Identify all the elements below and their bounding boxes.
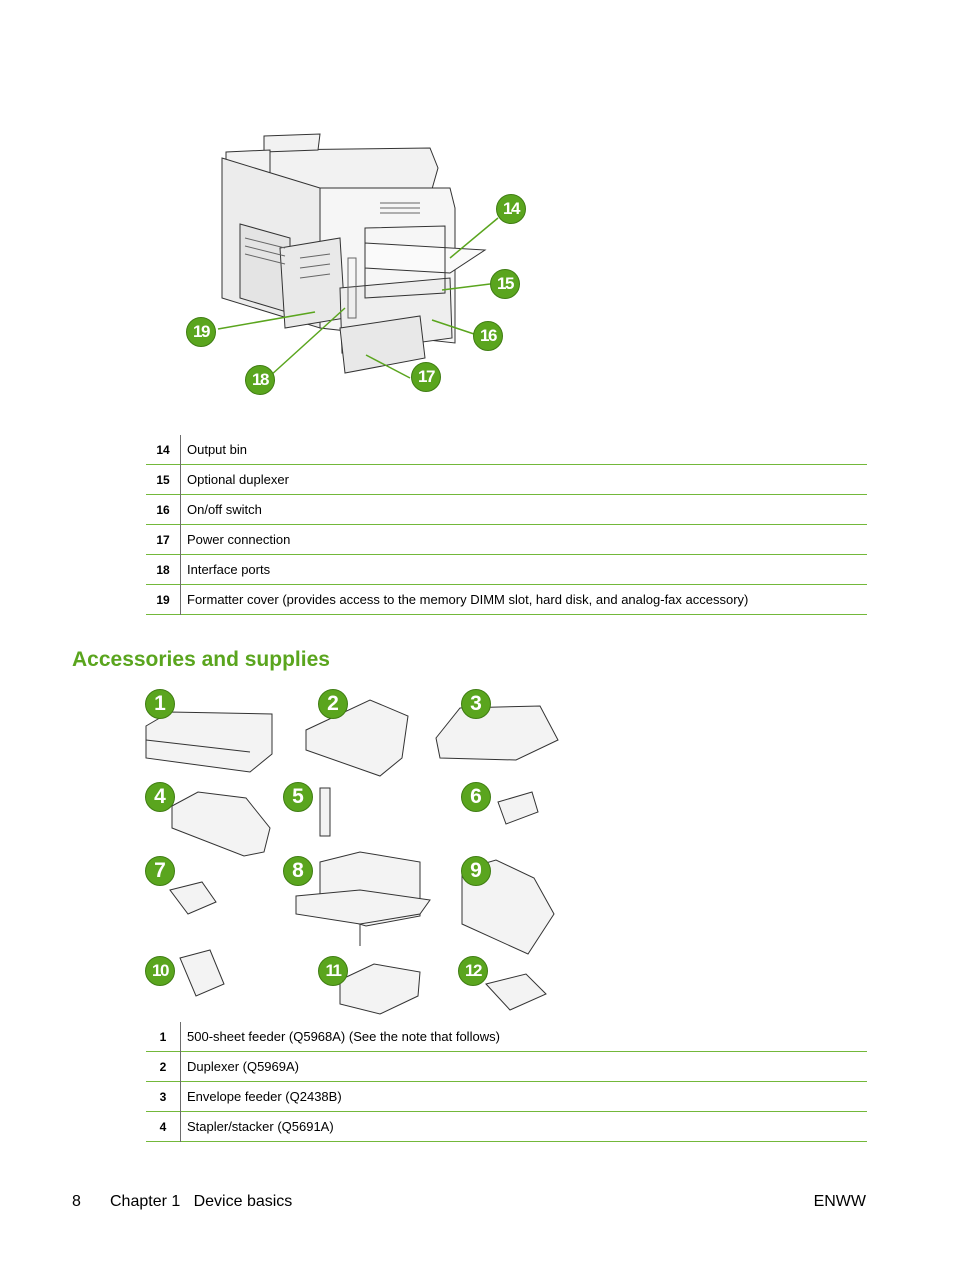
callout-16: 16: [473, 321, 503, 351]
callout-4: 4: [145, 782, 175, 812]
chapter-title: Chapter 1 Device basics: [110, 1193, 293, 1210]
part-description: Formatter cover (provides access to the …: [187, 592, 749, 607]
callout-9: 9: [461, 856, 491, 886]
accessories-parts-table: 1 500-sheet feeder (Q5968A) (See the not…: [146, 1022, 867, 1142]
callout-12: 12: [458, 956, 488, 986]
callout-3: 3: [461, 689, 491, 719]
part-description: Optional duplexer: [187, 472, 289, 487]
part-description: Envelope feeder (Q2438B): [187, 1089, 342, 1104]
part-description: On/off switch: [187, 502, 262, 517]
part-number: 14: [146, 435, 181, 465]
part-number: 1: [146, 1022, 181, 1052]
callout-14: 14: [496, 194, 526, 224]
callout-1: 1: [145, 689, 175, 719]
table-row: 3 Envelope feeder (Q2438B): [146, 1081, 867, 1112]
accessories-illustration: [145, 699, 559, 1015]
document-code: ENWW: [813, 1193, 866, 1210]
part-number: 18: [146, 554, 181, 585]
callout-11: 11: [318, 956, 348, 986]
callout-6: 6: [461, 782, 491, 812]
section-heading: Accessories and supplies: [72, 648, 330, 671]
callout-5: 5: [283, 782, 313, 812]
table-row: 17 Power connection: [146, 524, 867, 555]
part-number: 3: [146, 1081, 181, 1112]
part-number: 17: [146, 524, 181, 555]
printer-rear-view-illustration: [217, 133, 499, 379]
part-number: 2: [146, 1051, 181, 1082]
callout-7: 7: [145, 856, 175, 886]
table-row: 15 Optional duplexer: [146, 464, 867, 495]
callout-2: 2: [318, 689, 348, 719]
part-description: Duplexer (Q5969A): [187, 1059, 299, 1074]
part-number: 16: [146, 494, 181, 525]
callout-10: 10: [145, 956, 175, 986]
callout-8: 8: [283, 856, 313, 886]
table-row: 18 Interface ports: [146, 554, 867, 585]
table-row: 16 On/off switch: [146, 494, 867, 525]
table-row: 19 Formatter cover (provides access to t…: [146, 584, 867, 615]
table-row: 14 Output bin: [146, 435, 867, 465]
table-row: 1 500-sheet feeder (Q5968A) (See the not…: [146, 1022, 867, 1052]
callout-15: 15: [490, 269, 520, 299]
part-description: Stapler/stacker (Q5691A): [187, 1119, 334, 1134]
page-number: 8: [72, 1193, 81, 1210]
table-row: 4 Stapler/stacker (Q5691A): [146, 1111, 867, 1142]
part-number: 19: [146, 584, 181, 615]
callout-19: 19: [186, 317, 216, 347]
part-number: 4: [146, 1111, 181, 1142]
callout-17: 17: [411, 362, 441, 392]
part-description: Interface ports: [187, 562, 271, 577]
part-description: Output bin: [187, 442, 247, 457]
table-row: 2 Duplexer (Q5969A): [146, 1051, 867, 1082]
part-number: 15: [146, 464, 181, 495]
part-description: Power connection: [187, 532, 291, 547]
part-description: 500-sheet feeder (Q5968A) (See the note …: [187, 1029, 500, 1044]
callout-18: 18: [245, 365, 275, 395]
rear-view-parts-table: 14 Output bin 15 Optional duplexer 16 On…: [146, 435, 867, 615]
